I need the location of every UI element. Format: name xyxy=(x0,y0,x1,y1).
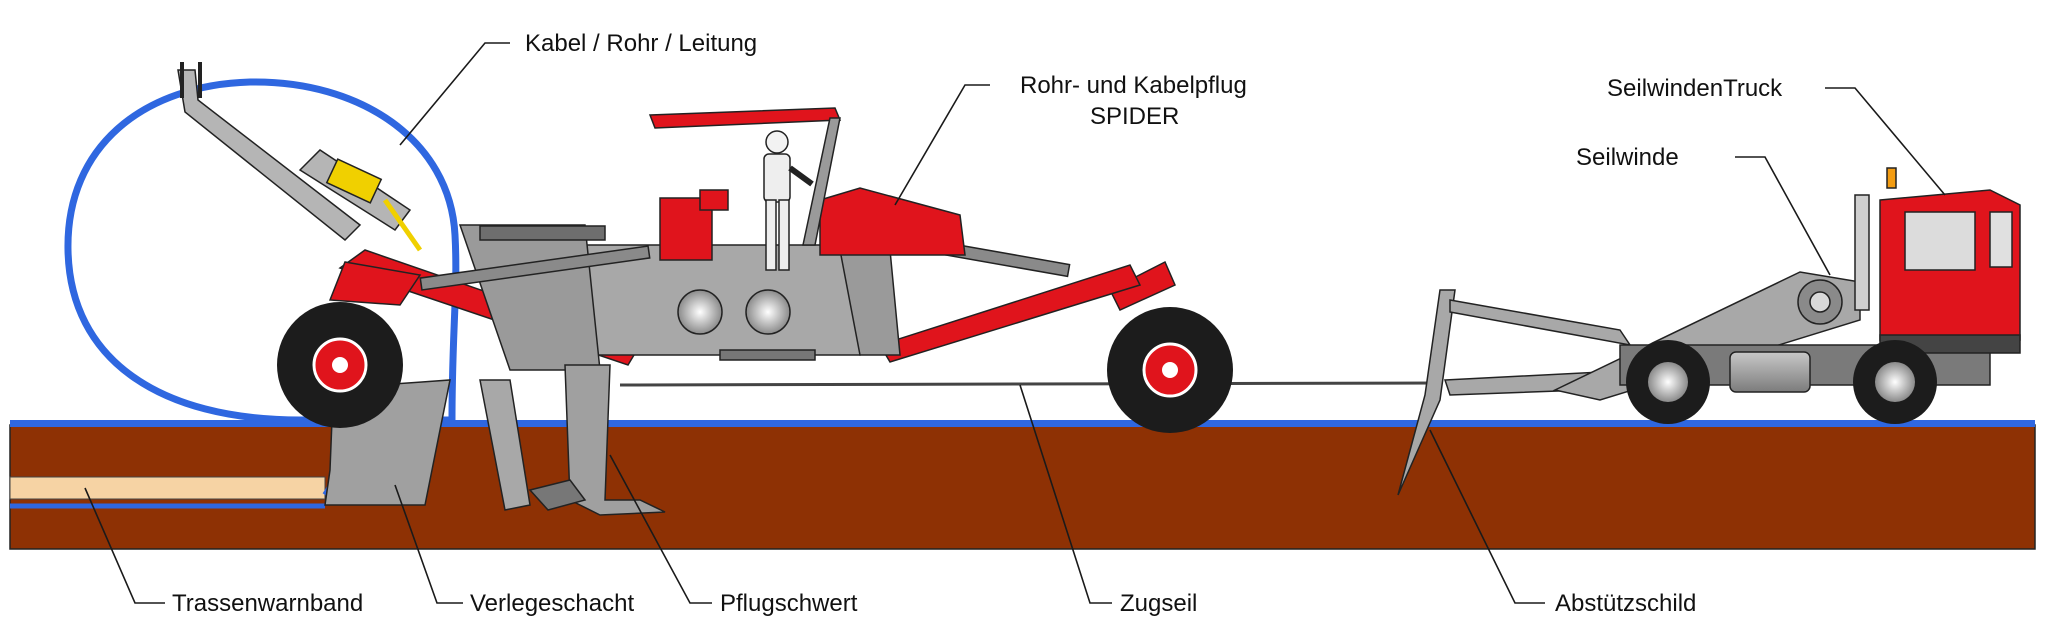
label-winch: Seilwinde xyxy=(1576,144,1679,171)
label-cable: Kabel / Rohr / Leitung xyxy=(525,30,757,57)
label-support-shield: Abstützschild xyxy=(1555,590,1696,617)
label-warning-tape: Trassenwarnband xyxy=(172,590,363,617)
label-truck: SeilwindenTruck xyxy=(1607,75,1783,102)
winch-truck xyxy=(1397,167,2021,496)
cable-plow-spider xyxy=(177,62,1233,516)
plow-rear-wheel xyxy=(277,302,403,428)
tow-rope xyxy=(619,381,1441,387)
label-plow-line1: Rohr- und Kabelpflug xyxy=(1020,72,1247,99)
label-laying-shaft: Verlegeschacht xyxy=(470,590,634,617)
labels: Kabel / Rohr / Leitung Rohr- und Kabelpf… xyxy=(172,30,1783,617)
label-tow-rope: Zugseil xyxy=(1120,590,1197,617)
cable-loop xyxy=(64,78,460,424)
leader-lines xyxy=(84,42,1946,604)
truck-rear-wheel xyxy=(1626,340,1710,424)
operator-figure xyxy=(763,130,814,271)
label-plow-line2: SPIDER xyxy=(1090,103,1179,130)
label-plow-blade: Pflugschwert xyxy=(720,590,858,617)
truck-front-wheel xyxy=(1853,340,1937,424)
plow-front-wheel xyxy=(1107,307,1233,433)
